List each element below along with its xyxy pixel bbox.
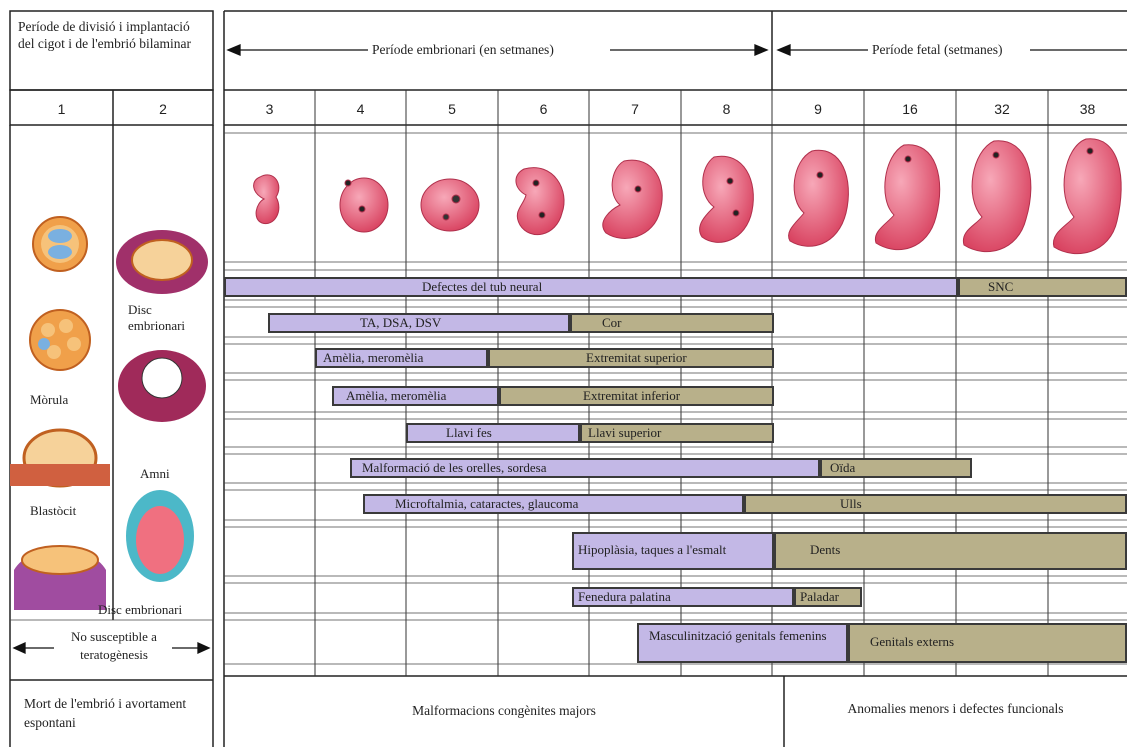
- bar-teeth-defects: Hipoplàsia, taques a l'esmalt: [572, 532, 774, 570]
- week-label: 8: [681, 94, 772, 124]
- embryo-week-6: [516, 168, 564, 235]
- bar-upper-limb: Extremitat superior: [488, 348, 774, 368]
- week-label: 5: [406, 94, 498, 124]
- embryo-illustrations: [224, 133, 1127, 262]
- bar-upper-limb-defects: Amèlia, meromèlia: [315, 348, 488, 368]
- blastocyst-icon: [10, 430, 110, 486]
- bar-eyes: Ulls: [744, 494, 1127, 514]
- bar-palate: Paladar: [794, 587, 862, 607]
- bar-heart-defects: TA, DSA, DSV: [268, 313, 570, 333]
- bar-genital-defects: Masculinització genitals femenins: [637, 623, 848, 663]
- fetal-period-label: Període fetal (setmanes): [872, 41, 1002, 58]
- early-stage-illustrations: [10, 200, 213, 620]
- bar-lower-limb-defects: Amèlia, meromèlia: [332, 386, 499, 406]
- week-label: 7: [589, 94, 681, 124]
- bar-ear-defects: Malformació de les orelles, sordesa: [350, 458, 820, 478]
- week-label: 4: [315, 94, 406, 124]
- embryo-week-4: [340, 178, 388, 232]
- footer-embryo-death: Mort de l'embrió i avortament espontani: [24, 694, 204, 732]
- fetus-week-32: [963, 141, 1031, 252]
- embryo-week-7: [603, 160, 662, 238]
- bar-lower-limb: Extremitat inferior: [499, 386, 774, 406]
- amniotic-cavity-icon: [118, 350, 206, 422]
- bar-cns: SNC: [958, 277, 1127, 297]
- bilaminar-disc-icon: [116, 230, 208, 294]
- morula-label: Mòrula: [30, 392, 68, 408]
- fetus-week-38: [1053, 139, 1121, 254]
- bar-eye-defects: Microftalmia, cataractes, glaucoma: [363, 494, 744, 514]
- bar-heart: Cor: [570, 313, 774, 333]
- week-label: 38: [1048, 94, 1127, 124]
- bar-external-genitals: Genitals externs: [848, 623, 1127, 663]
- week-label: 1: [10, 94, 113, 124]
- week-label: 32: [956, 94, 1048, 124]
- week-label: 3: [224, 94, 315, 124]
- embryonic-disc-icon: [126, 490, 194, 582]
- embryo-week-9: [789, 150, 849, 246]
- blastocit-label: Blastòcit: [30, 503, 76, 519]
- bar-teeth: Dents: [774, 532, 1127, 570]
- week-label: 2: [113, 94, 213, 124]
- morula-icon: [30, 310, 90, 370]
- bar-upper-lip: Llavi superior: [580, 423, 774, 443]
- bar-ear: Oïda: [820, 458, 972, 478]
- footer-minor-anomalies: Anomalies menors i defectes funcionals: [784, 700, 1127, 717]
- zygote-icon: [33, 217, 87, 271]
- division-period-label: Període de divisió i implantació del cig…: [18, 18, 208, 52]
- week-label: 9: [772, 94, 864, 124]
- week-label: 6: [498, 94, 589, 124]
- implantation-icon: [14, 546, 106, 610]
- not-susceptible-label: No susceptible a teratogènesis: [54, 628, 174, 664]
- week-label: 16: [864, 94, 956, 124]
- embryo-week-3: [254, 175, 279, 224]
- footer-major-malformations: Malformacions congènites majors: [224, 702, 784, 719]
- disc-embrionari-label: Disc embrionari: [128, 302, 208, 334]
- bar-neural-tube-defects: Defectes del tub neural: [224, 277, 958, 297]
- embryo-week-8: [700, 156, 754, 242]
- fetus-week-16: [875, 145, 939, 250]
- bar-cleft-palate-defects: Fenedura palatina: [572, 587, 794, 607]
- bar-cleft-lip-defects: Llavi fes: [406, 423, 580, 443]
- disc-embrionari-bottom-label: Disc embrionari: [98, 602, 182, 618]
- embryonic-period-label: Període embrionari (en setmanes): [372, 41, 554, 58]
- embryo-week-5: [421, 179, 479, 231]
- amni-label: Amni: [140, 466, 170, 482]
